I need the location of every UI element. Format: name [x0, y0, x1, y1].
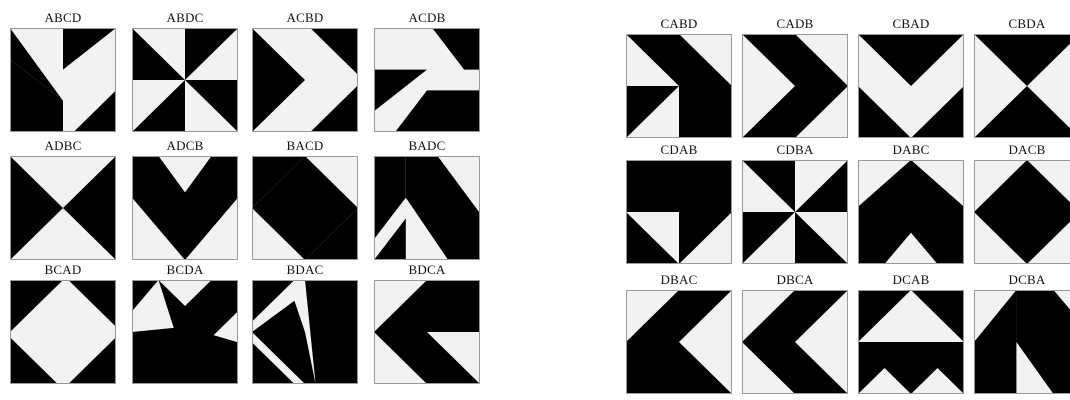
pattern-tile-dacb: DACB — [974, 142, 1070, 266]
tile-pattern — [10, 28, 116, 132]
tile-pattern — [374, 280, 480, 384]
pattern-tile-dbca: DBCA — [742, 272, 848, 396]
tile-label: BDCA — [374, 262, 480, 278]
tile-pattern — [858, 160, 964, 264]
pattern-tile-dcba: DCBA — [974, 272, 1070, 396]
pattern-tile-adbc: ADBC — [10, 138, 116, 262]
tile-label: BCAD — [10, 262, 116, 278]
tile-pattern — [742, 34, 848, 138]
pattern-tile-cabd: CABD — [626, 16, 732, 140]
pattern-tile-cdab: CDAB — [626, 142, 732, 266]
dark-triangle — [679, 86, 732, 138]
tile-label: CBAD — [858, 16, 964, 32]
tile-pattern — [742, 290, 848, 394]
tile-pattern — [252, 156, 358, 260]
tile-label: CDAB — [626, 142, 732, 158]
pattern-tile-cdba: CDBA — [742, 142, 848, 266]
tile-label: CDBA — [742, 142, 848, 158]
tile-pattern — [974, 160, 1070, 264]
tile-label: DBCA — [742, 272, 848, 288]
tile-label: CADB — [742, 16, 848, 32]
tile-pattern — [10, 280, 116, 384]
tile-label: DABC — [858, 142, 964, 158]
tile-label: ABCD — [10, 10, 116, 26]
tile-pattern — [858, 34, 964, 138]
pattern-tile-acbd: ACBD — [252, 10, 358, 134]
pattern-tile-dbac: DBAC — [626, 272, 732, 396]
dark-triangle — [427, 280, 480, 332]
tile-pattern — [10, 156, 116, 260]
tile-label: CABD — [626, 16, 732, 32]
tile-pattern — [626, 290, 732, 394]
tile-label: BADC — [374, 138, 480, 154]
tile-pattern — [374, 28, 480, 132]
tile-pattern — [626, 160, 732, 264]
tile-label: BDAC — [252, 262, 358, 278]
tile-label: DCAB — [858, 272, 964, 288]
tile-pattern — [626, 34, 732, 138]
pattern-tile-abdc: ABDC — [132, 10, 238, 134]
pattern-tile-cbad: CBAD — [858, 16, 964, 140]
tile-pattern — [974, 34, 1070, 138]
tile-label: BCDA — [132, 262, 238, 278]
tile-pattern — [252, 280, 358, 384]
tile-label: DCBA — [974, 272, 1070, 288]
pattern-tile-badc: BADC — [374, 138, 480, 262]
tile-label: CBDA — [974, 16, 1070, 32]
pattern-tile-bcad: BCAD — [10, 262, 116, 386]
tile-pattern — [742, 160, 848, 264]
pattern-tile-cadb: CADB — [742, 16, 848, 140]
tile-pattern — [132, 280, 238, 384]
tile-label: ADBC — [10, 138, 116, 154]
tile-pattern — [858, 290, 964, 394]
pattern-tile-cbda: CBDA — [974, 16, 1070, 140]
pattern-tile-bcda: BCDA — [132, 262, 238, 386]
pattern-tile-bdca: BDCA — [374, 262, 480, 386]
pattern-tile-acdb: ACDB — [374, 10, 480, 134]
tile-label: BACD — [252, 138, 358, 154]
tile-pattern — [132, 156, 238, 260]
tile-label: ABDC — [132, 10, 238, 26]
tile-label: ACDB — [374, 10, 480, 26]
tile-label: DBAC — [626, 272, 732, 288]
tile-pattern — [132, 28, 238, 132]
pattern-tile-abcd: ABCD — [10, 10, 116, 134]
tile-label: ADCB — [132, 138, 238, 154]
pattern-tile-bacd: BACD — [252, 138, 358, 262]
pattern-tile-bdac: BDAC — [252, 262, 358, 386]
tile-pattern — [374, 156, 480, 260]
tile-label: DACB — [974, 142, 1070, 158]
pattern-tile-dcab: DCAB — [858, 272, 964, 396]
tile-label: ACBD — [252, 10, 358, 26]
pattern-tile-dabc: DABC — [858, 142, 964, 266]
tile-pattern — [974, 290, 1070, 394]
dark-triangle — [626, 160, 679, 212]
pattern-tile-adcb: ADCB — [132, 138, 238, 262]
tile-pattern — [252, 28, 358, 132]
